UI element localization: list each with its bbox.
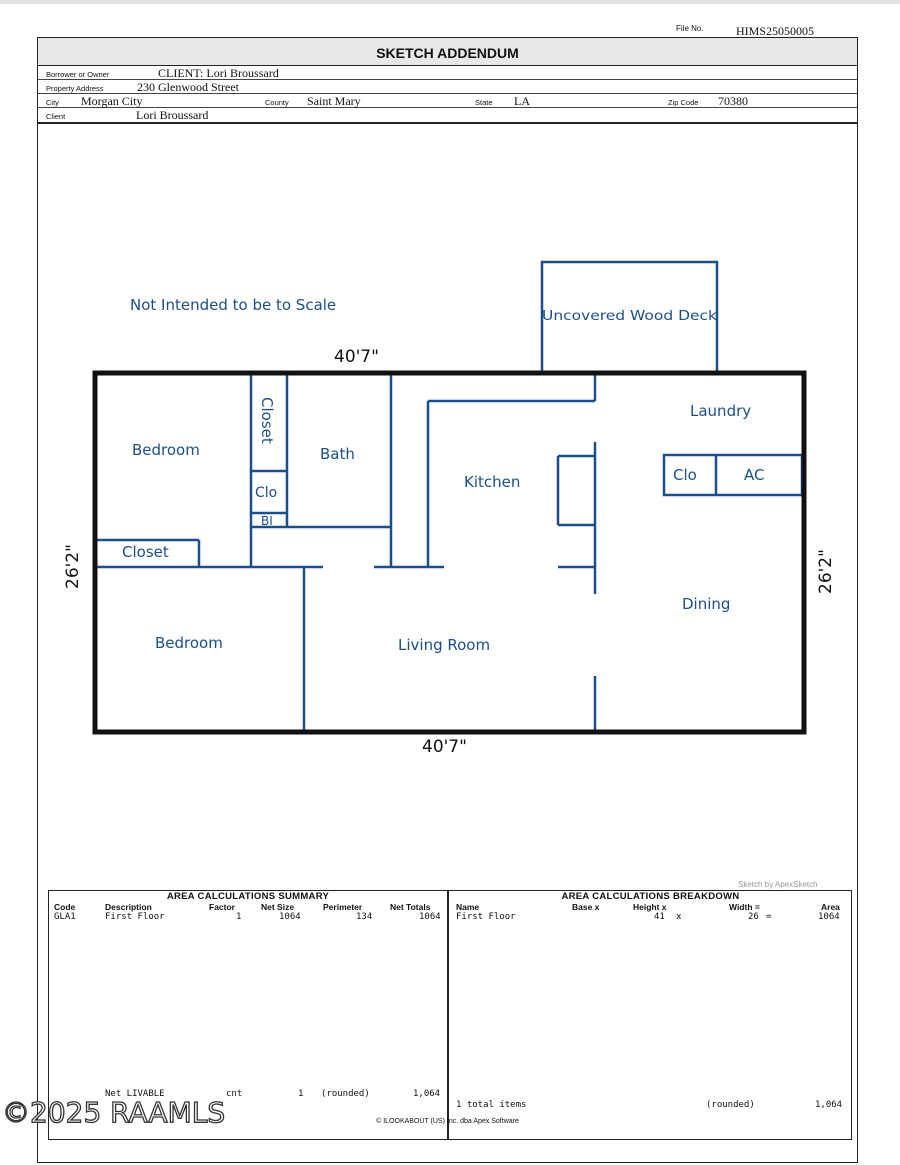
summary-total: 1,064 — [413, 1089, 441, 1099]
city-value: Morgan City — [81, 94, 143, 108]
address-label: Property Address — [46, 84, 104, 93]
room-label-closet-vertical: Closet — [258, 397, 276, 444]
borrower-value: CLIENT: Lori Broussard — [158, 66, 279, 80]
breakdown-height: 41 — [654, 912, 665, 922]
room-label-ac: AC — [744, 466, 764, 484]
area-summary-table: AREA CALCULATIONS SUMMARY Code Descripti… — [49, 891, 449, 1139]
room-label-closet-left: Closet — [122, 543, 169, 561]
summary-header-net-size: Net Size — [261, 902, 295, 912]
room-label-laundry: Laundry — [690, 402, 751, 420]
summary-rounded: (rounded) — [321, 1089, 370, 1099]
software-footer: © ILOOKABOUT (US) Inc. dba Apex Software — [376, 1118, 519, 1125]
breakdown-rounded: (rounded) — [706, 1100, 755, 1110]
county-label: County — [265, 98, 289, 107]
area-breakdown-table: AREA CALCULATIONS BREAKDOWN Name Base x … — [451, 891, 850, 1139]
room-label-dining: Dining — [682, 595, 730, 613]
breakdown-area: 1064 — [818, 912, 840, 922]
summary-header-factor: Factor — [209, 902, 235, 912]
room-label-clo-right: Clo — [673, 466, 697, 484]
breakdown-header-area: Area — [821, 902, 840, 912]
city-label: City — [46, 98, 59, 107]
breakdown-equals: = — [766, 912, 772, 922]
breakdown-header-base: Base x — [572, 902, 600, 912]
summary-factor: 1 — [236, 912, 242, 922]
breakdown-name: First Floor — [456, 912, 516, 922]
borrower-label: Borrower or Owner — [46, 70, 110, 79]
header-divider — [38, 122, 857, 124]
breakdown-total-items: 1 total items — [456, 1100, 527, 1110]
summary-code: GLA1 — [54, 912, 76, 922]
client-label: Client — [46, 112, 66, 121]
summary-perimeter: 134 — [356, 912, 373, 922]
summary-header-perimeter: Perimeter — [323, 902, 363, 912]
breakdown-total: 1,064 — [815, 1100, 843, 1110]
breakdown-header-name: Name — [456, 902, 480, 912]
address-row: Property Address 230 Glenwood Street — [38, 80, 857, 94]
client-row: Client Lori Broussard — [38, 108, 857, 122]
scale-note: Not Intended to be to Scale — [130, 296, 336, 314]
room-label-kitchen: Kitchen — [464, 473, 520, 491]
state-label: State — [475, 98, 493, 107]
house-outline — [92, 370, 807, 735]
dimension-top: 40'7" — [334, 347, 379, 367]
breakdown-times: x — [676, 912, 682, 922]
sketch-credit: Sketch by ApexSketch — [738, 880, 818, 889]
summary-cnt-value: 1 — [298, 1089, 304, 1099]
summary-header-net-totals: Net Totals — [390, 902, 431, 912]
room-label-bi: BI — [261, 514, 273, 528]
summary-description: First Floor — [105, 912, 165, 922]
room-label-living-room: Living Room — [398, 636, 490, 654]
breakdown-width: 26 — [748, 912, 759, 922]
breakdown-header-width: Width = — [729, 902, 760, 912]
top-border — [0, 0, 900, 4]
client-value: Lori Broussard — [136, 108, 209, 122]
city-row: City Morgan City County Saint Mary State… — [38, 94, 857, 108]
state-value: LA — [514, 94, 530, 108]
room-label-deck: Uncovered Wood Deck — [542, 308, 717, 324]
room-label-bedroom-2: Bedroom — [155, 634, 223, 652]
summary-cnt-label: cnt — [226, 1089, 243, 1099]
zip-label: Zip Code — [668, 98, 699, 107]
page-title: SKETCH ADDENDUM — [38, 38, 857, 66]
room-label-clo: Clo — [255, 485, 277, 501]
area-calculations: AREA CALCULATIONS SUMMARY Code Descripti… — [48, 890, 852, 1140]
file-number-label: File No. — [676, 24, 704, 33]
summary-net-totals: 1064 — [419, 912, 441, 922]
room-label-bath: Bath — [320, 445, 355, 463]
zip-value: 70380 — [718, 94, 748, 108]
summary-net-size: 1064 — [279, 912, 301, 922]
breakdown-header-height: Height x — [633, 902, 667, 912]
summary-title: AREA CALCULATIONS SUMMARY — [166, 891, 330, 902]
summary-header-code: Code — [54, 902, 76, 912]
dimension-left: 26'2" — [63, 544, 83, 589]
dimension-bottom: 40'7" — [422, 737, 467, 757]
room-label-bedroom-1: Bedroom — [132, 441, 200, 459]
county-value: Saint Mary — [307, 94, 361, 108]
summary-header-description: Description — [105, 902, 152, 912]
dimension-right: 26'2" — [816, 549, 836, 594]
borrower-row: Borrower or Owner CLIENT: Lori Broussard — [38, 66, 857, 80]
floor-plan-sketch: Not Intended to be to Scale Uncovered Wo… — [63, 260, 836, 757]
copyright-watermark: ©2025 RAAMLS — [1, 1095, 226, 1129]
file-number-value: HIMS25050005 — [736, 24, 815, 38]
summary-net-livable-label: Net LIVABLE — [105, 1089, 165, 1099]
breakdown-title: AREA CALCULATIONS BREAKDOWN — [561, 891, 740, 902]
address-value: 230 Glenwood Street — [137, 80, 239, 94]
addendum-frame: SKETCH ADDENDUM Borrower or Owner CLIENT… — [37, 37, 858, 1163]
